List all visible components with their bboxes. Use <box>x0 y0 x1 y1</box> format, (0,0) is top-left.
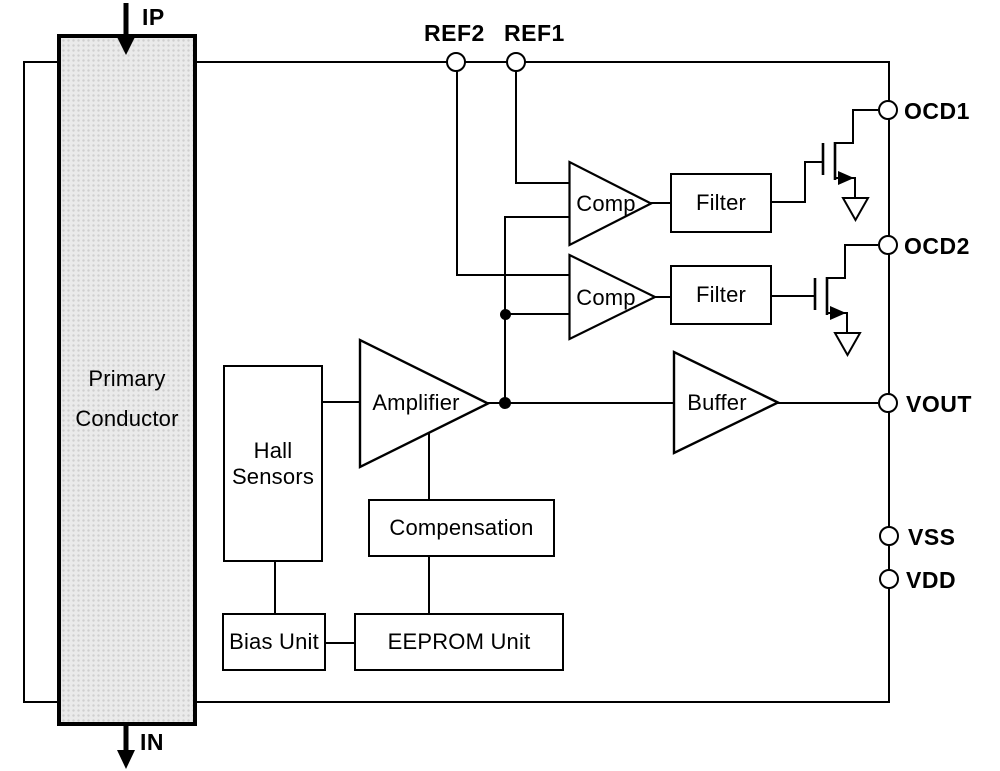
ref2-pin <box>446 52 466 72</box>
wire-signal-comp1 <box>505 216 570 218</box>
ocd1-pin <box>878 100 898 120</box>
junction-dot <box>500 309 511 320</box>
bias-unit-block: Bias Unit <box>222 613 326 671</box>
wire-comp1-filter1 <box>649 202 670 204</box>
wire-hall-amplifier <box>323 401 360 403</box>
pin-label-vout: VOUT <box>906 391 972 417</box>
pin-label-ref1: REF1 <box>504 20 565 46</box>
pin-label-ocd1: OCD1 <box>904 98 970 124</box>
comp1-triangle <box>568 160 653 247</box>
wire-hall-bias <box>274 562 276 613</box>
comp2-label: Comp <box>576 285 636 310</box>
buffer-label: Buffer <box>687 390 747 415</box>
ocd1-mosfet-icon <box>772 109 878 223</box>
wire-ref1 <box>515 71 517 184</box>
wire-amplifier-compensation <box>428 430 430 499</box>
wire-amplifier-buffer <box>486 402 674 404</box>
pin-label-ip: IP <box>142 4 165 30</box>
vss-pin <box>879 526 899 546</box>
amplifier-output-node-dot <box>499 397 511 409</box>
wire-buffer-vout <box>777 402 878 404</box>
ocd2-pin <box>878 235 898 255</box>
primary-conductor <box>57 34 197 726</box>
buffer-triangle <box>672 350 781 455</box>
ocd2-mosfet-icon <box>772 244 878 358</box>
vdd-pin <box>879 569 899 589</box>
pin-label-in: IN <box>140 729 164 755</box>
wire-signal-comp2 <box>505 313 570 315</box>
ref1-pin <box>506 52 526 72</box>
comp2-triangle <box>568 253 657 341</box>
ip-current-arrow-icon <box>117 3 135 55</box>
wire-comp2-filter2 <box>653 296 670 298</box>
amplifier-triangle <box>358 338 491 469</box>
pin-label-vss: VSS <box>908 524 956 550</box>
wire-ref2 <box>456 71 458 276</box>
filter2-block: Filter <box>670 265 772 325</box>
in-current-arrow-icon <box>117 724 135 769</box>
amplifier-label: Amplifier <box>372 390 460 415</box>
wire-compensation-eeprom <box>428 557 430 613</box>
comp1-label: Comp <box>576 191 636 216</box>
compensation-block: Compensation <box>368 499 555 557</box>
pin-label-ocd2: OCD2 <box>904 233 970 259</box>
pin-label-vdd: VDD <box>906 567 957 593</box>
wire-ref2-comp2 <box>457 274 570 276</box>
eeprom-unit-block: EEPROM Unit <box>354 613 564 671</box>
vout-pin <box>878 393 898 413</box>
wire-ref1-comp1 <box>516 182 570 184</box>
wire-bias-eeprom <box>326 642 354 644</box>
filter1-block: Filter <box>670 173 772 233</box>
pin-label-ref2: REF2 <box>424 20 485 46</box>
primary-conductor-label: Primary Conductor <box>75 366 179 431</box>
